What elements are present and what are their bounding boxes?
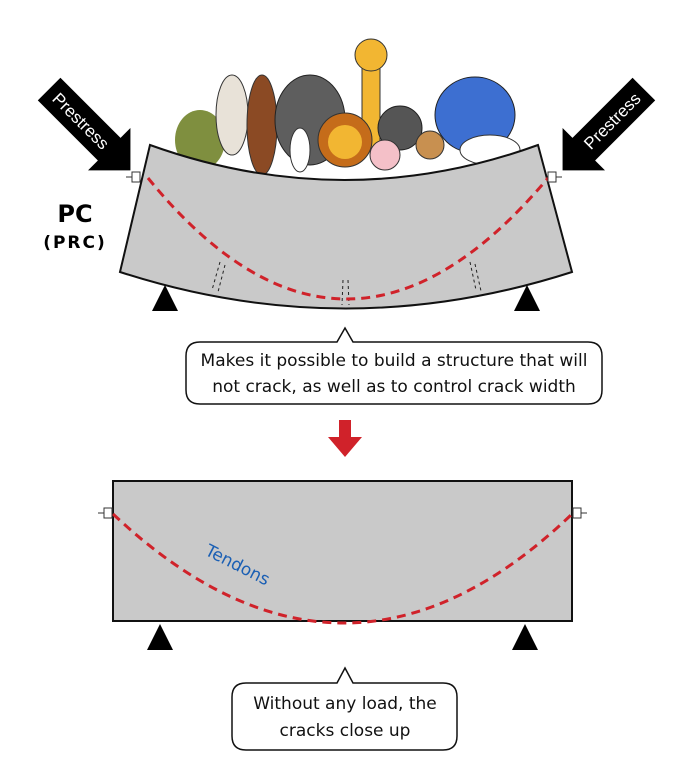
callout-top-line1: Makes it possible to build a structure t… bbox=[201, 351, 588, 371]
support-bottom-left bbox=[147, 624, 173, 650]
down-arrow-icon bbox=[328, 420, 362, 457]
callout-top-line2: not crack, as well as to control crack w… bbox=[212, 377, 576, 397]
tendon-top bbox=[146, 177, 550, 301]
anchor-bottom-left bbox=[98, 507, 113, 519]
pc-label: PC bbox=[57, 200, 92, 228]
anchor-top-left bbox=[126, 171, 141, 183]
unloaded-beam bbox=[112, 480, 573, 622]
callout-bottom-line1: Without any load, the bbox=[253, 694, 437, 714]
tendon-bottom bbox=[111, 512, 574, 625]
callout-bottom bbox=[231, 666, 458, 751]
prestress-arrow-right: Prestress bbox=[562, 77, 656, 171]
callout-bottom-line2: cracks close up bbox=[280, 721, 411, 741]
crack-marks bbox=[211, 261, 482, 306]
callout-top bbox=[185, 326, 603, 405]
prc-label: (PRC) bbox=[43, 233, 107, 253]
support-bottom-right bbox=[512, 624, 538, 650]
anchor-bottom-right bbox=[572, 507, 587, 519]
animals-illustration bbox=[175, 38, 521, 176]
support-top-right bbox=[514, 285, 540, 311]
anchor-top-right bbox=[547, 171, 562, 183]
loaded-beam bbox=[118, 143, 574, 310]
support-top-left bbox=[152, 285, 178, 311]
